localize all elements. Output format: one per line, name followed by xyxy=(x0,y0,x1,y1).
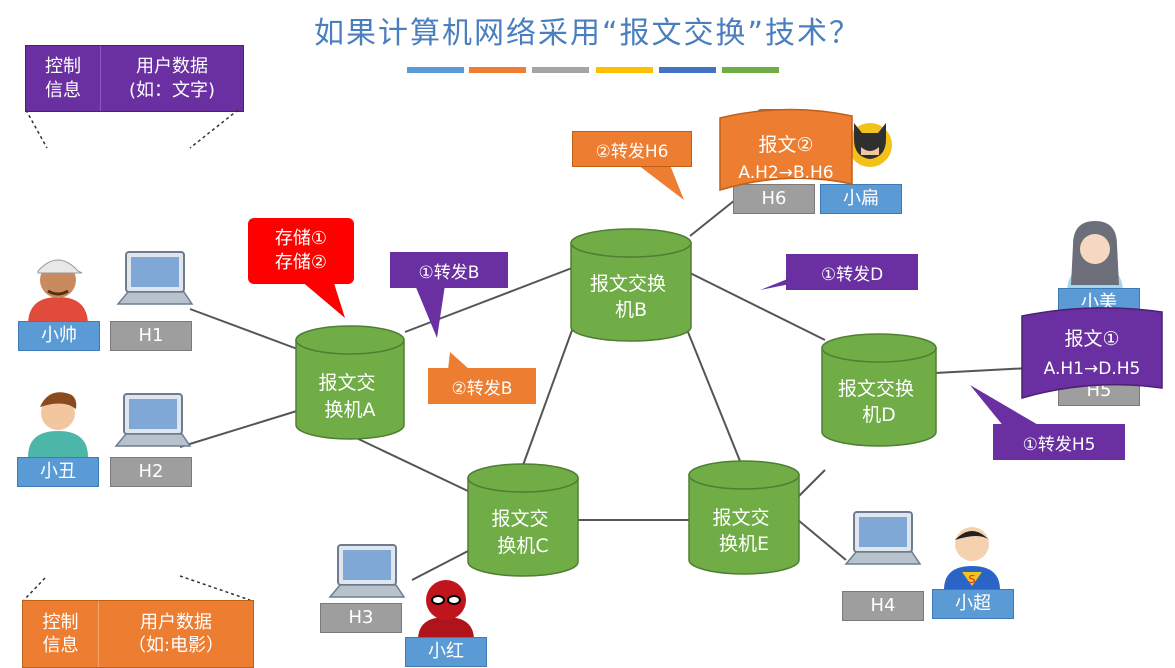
switch-a-label: 报文交 换机A xyxy=(318,372,381,421)
switch-c-label: 报文交 换机C xyxy=(491,508,554,557)
header-top-dashes xyxy=(25,109,239,149)
avatar-xiaohong xyxy=(418,580,474,640)
host-label-h6: H6 xyxy=(733,184,815,214)
callout-store: 存储① 存储② xyxy=(248,218,354,284)
laptop-icon xyxy=(116,251,194,305)
switch-e-label: 报文交 换机E xyxy=(712,507,775,555)
callout-forward-h6: ②转发H6 xyxy=(572,131,692,167)
laptop-icon xyxy=(844,511,922,565)
page-title: 如果计算机网络采用“报文交换”技术？ xyxy=(313,16,862,51)
switch-d-label: 报文交换 机D xyxy=(838,378,920,426)
host-label-h4: H4 xyxy=(842,591,924,621)
callout-forward-b2: ②转发B xyxy=(428,368,536,404)
switch-label-line: 换机A xyxy=(325,399,376,421)
switch-label-line: 报文交换 xyxy=(590,273,666,295)
color-bar xyxy=(532,67,589,73)
switch-b-label: 报文交换 机B xyxy=(590,273,672,321)
callout-text: ①转发B xyxy=(418,262,480,283)
color-bar xyxy=(659,67,716,73)
user-label-xiaobian: 小扁 xyxy=(820,184,902,214)
network-links xyxy=(179,199,1031,581)
control-info-label: 控制 信息 xyxy=(26,46,101,111)
callout-forward-d: ①转发D xyxy=(786,254,918,290)
user-label-xiaohong: 小红 xyxy=(405,637,487,667)
avatar-xiaomei xyxy=(1067,221,1123,293)
switch-c: 报文交 换机C xyxy=(467,463,579,577)
message-2-route: A.H2→B.H6 xyxy=(738,163,833,183)
laptop-icon xyxy=(114,393,192,447)
callout-text: ②转发B xyxy=(451,378,513,399)
switch-label-line: 换机E xyxy=(719,533,769,555)
switch-label-line: 报文交 xyxy=(712,507,769,529)
callout-text: ①转发D xyxy=(820,264,884,285)
switch-e: 报文交 换机E xyxy=(688,460,800,575)
host-label-h2: H2 xyxy=(110,457,192,487)
color-bar xyxy=(407,67,464,73)
svg-text:S: S xyxy=(969,573,976,586)
message-1-route: A.H1→D.H5 xyxy=(1044,359,1141,379)
avatar-xiaochao: S xyxy=(944,527,1000,590)
control-info-label: 控制 信息 xyxy=(23,601,99,667)
header-bottom-dashes xyxy=(23,575,251,601)
user-label-xiaochao: 小超 xyxy=(932,589,1014,619)
user-label-xiaochou: 小丑 xyxy=(17,457,99,487)
message-1-flag xyxy=(1021,307,1163,399)
header-box-top: 控制 信息 用户数据 (如：文字) xyxy=(25,45,244,112)
switch-label-line: 机B xyxy=(615,299,647,321)
switch-label-line: 换机C xyxy=(497,535,548,557)
laptop-icon xyxy=(328,544,406,598)
avatar-xiaochou xyxy=(28,392,88,457)
avatar-xiaobian xyxy=(848,123,892,167)
switch-label-line: 报文交换 xyxy=(838,378,914,400)
avatar-xiaoshuai xyxy=(28,259,88,325)
callout-forward-h5: ①转发H5 xyxy=(993,424,1125,460)
host-label-h1: H1 xyxy=(110,321,192,351)
switch-d: 报文交换 机D xyxy=(821,333,937,447)
switch-a: 报文交 换机A xyxy=(295,325,405,440)
color-bar xyxy=(722,67,779,73)
switch-label-line: 报文交 xyxy=(318,372,375,394)
user-data-label: 用户数据 (如：文字) xyxy=(128,56,216,101)
color-bar xyxy=(596,67,653,73)
message-1-title: 报文① xyxy=(1064,328,1119,350)
host-label-h3: H3 xyxy=(320,603,402,633)
callout-store-text: 存储① 存储② xyxy=(274,227,328,273)
color-bar xyxy=(469,67,526,73)
user-label-xiaoshuai: 小帅 xyxy=(18,321,100,351)
callout-forward-b1: ①转发B xyxy=(390,252,508,288)
callout-text: ②转发H6 xyxy=(595,141,669,162)
message-2-flag xyxy=(719,108,853,192)
user-data-label: 用户数据 （如:电影） xyxy=(127,611,225,656)
switch-label-line: 报文交 xyxy=(491,508,548,530)
header-box-bottom: 控制 信息 用户数据 （如:电影） xyxy=(22,600,254,668)
switch-b: 报文交换 机B xyxy=(570,228,692,342)
message-2-title: 报文② xyxy=(758,134,813,156)
switch-label-line: 机D xyxy=(862,404,896,426)
callout-text: ①转发H5 xyxy=(1022,434,1096,455)
